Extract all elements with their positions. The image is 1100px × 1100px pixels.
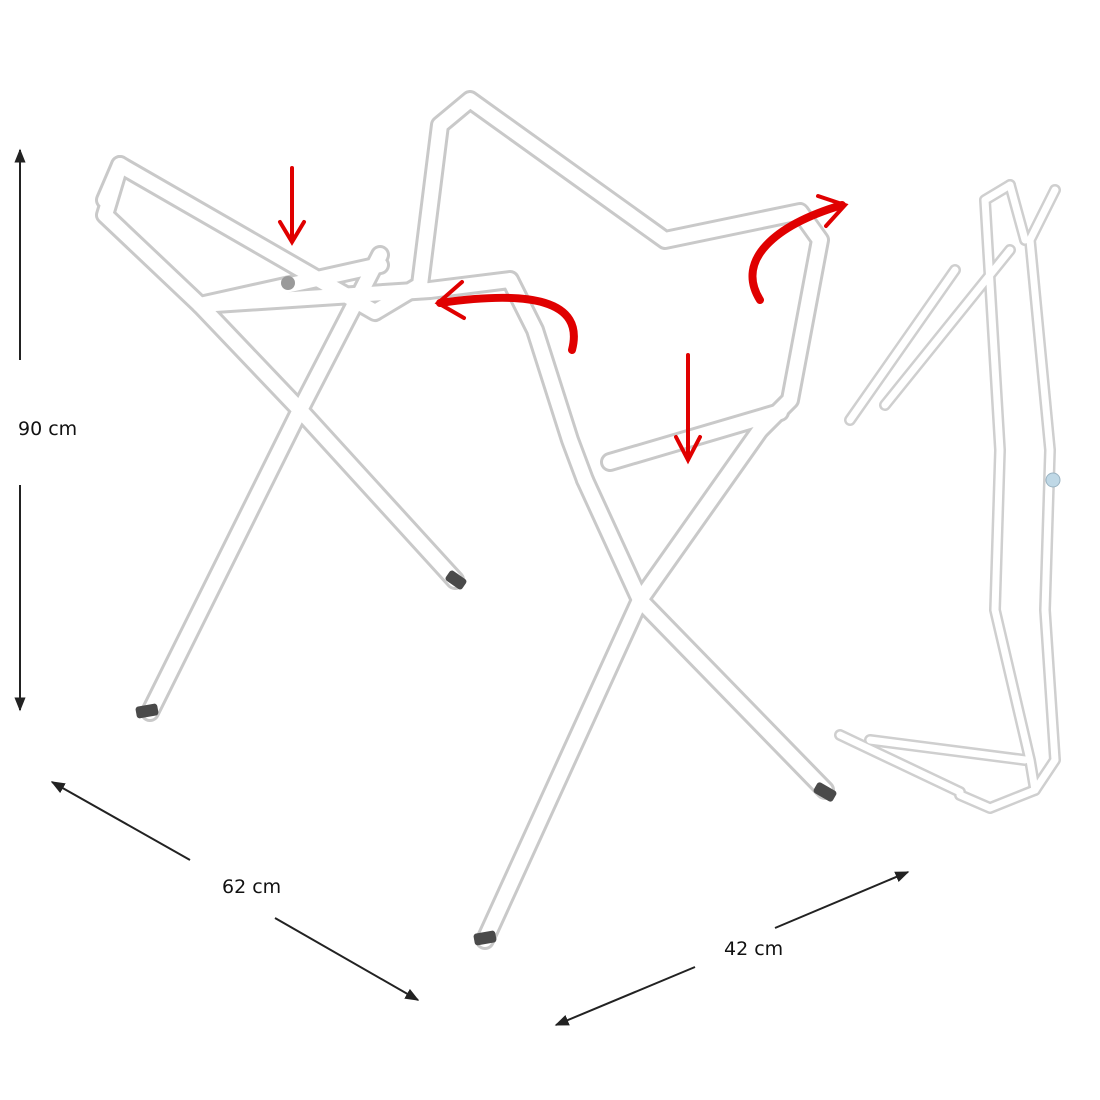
- fold-arrow-center: [434, 280, 578, 354]
- width-label: 42 cm: [724, 938, 784, 960]
- hinge-knob: [281, 276, 295, 290]
- top-frame: [95, 90, 830, 440]
- length-label: 62 cm: [222, 876, 282, 898]
- stand-feet: [135, 570, 837, 946]
- folded-stand-badge: [1045, 472, 1061, 488]
- fold-arrow-right: [748, 194, 849, 304]
- height-label: 90 cm: [18, 418, 78, 440]
- width-dimension-line: [554, 871, 910, 1026]
- press-arrow-left: [278, 166, 306, 246]
- unfolded-stand: [95, 90, 837, 950]
- length-dimension-line: [50, 781, 420, 1001]
- press-arrow-front: [674, 353, 702, 465]
- folded-stand: [834, 179, 1061, 814]
